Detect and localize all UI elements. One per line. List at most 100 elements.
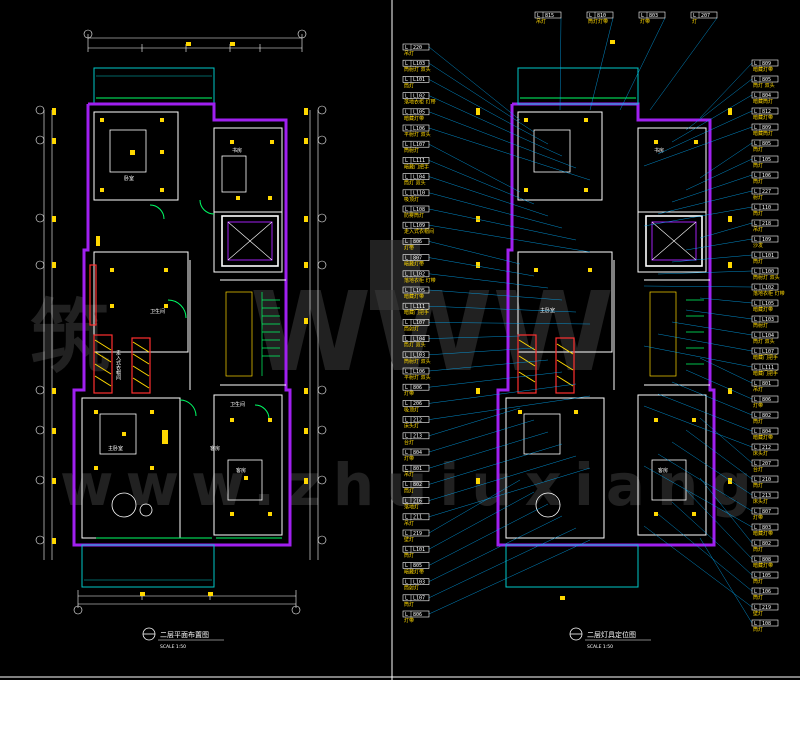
svg-text:L: L xyxy=(405,547,408,553)
leader-line xyxy=(619,17,666,111)
room-label-study-right: 书房 xyxy=(654,147,664,154)
room-label-master: 主卧室 xyxy=(108,445,123,452)
light-code: L103 xyxy=(413,353,425,359)
leader-line xyxy=(657,453,753,512)
leader-line xyxy=(699,142,753,179)
svg-text:L: L xyxy=(405,515,408,521)
leader-line xyxy=(428,395,591,420)
svg-text:L: L xyxy=(754,541,757,547)
light-code: L111 xyxy=(413,158,425,164)
light-code: 810 xyxy=(597,13,606,19)
light-name: 筒射灯 双头 xyxy=(404,66,431,73)
leader-line xyxy=(699,222,753,239)
light-code: 212 xyxy=(762,445,771,451)
light-code: L105 xyxy=(762,301,774,307)
light-code: 805 xyxy=(762,77,771,83)
light-name: 暗藏灯带 xyxy=(753,562,773,569)
leader-line xyxy=(428,431,549,469)
svg-text:L: L xyxy=(405,110,408,116)
wardrobe-hatching xyxy=(94,339,150,389)
light-code: L104 xyxy=(413,174,425,180)
leader-line xyxy=(671,94,753,143)
axis-markers xyxy=(35,29,327,615)
svg-text:L: L xyxy=(405,77,408,83)
leader-line xyxy=(428,111,577,169)
light-name: 暗藏灯带 xyxy=(753,114,773,121)
light-code: 213 xyxy=(413,434,422,440)
svg-text:L: L xyxy=(754,237,757,243)
light-name: 吊灯 xyxy=(404,50,414,57)
wardrobes-right xyxy=(517,334,575,394)
leader-line xyxy=(671,254,753,263)
light-name: 筒灯 xyxy=(404,552,414,559)
svg-text:L: L xyxy=(754,589,757,595)
light-name: 落地衣柜 灯带 xyxy=(404,99,436,106)
room-label-guest2: 客房 xyxy=(210,445,220,452)
svg-text:L: L xyxy=(405,142,408,148)
light-name: 筒射灯 双头 xyxy=(753,274,780,281)
light-name: 灯带 xyxy=(404,617,414,624)
svg-text:L: L xyxy=(754,221,757,227)
light-code: 807 xyxy=(413,255,422,261)
light-name: 暗藏灯带 xyxy=(404,261,424,268)
leader-line xyxy=(649,17,718,111)
light-code: 212 xyxy=(413,417,422,423)
dimension-right xyxy=(309,110,319,560)
light-code: L105 xyxy=(413,110,425,116)
svg-text:L: L xyxy=(754,173,757,179)
leader-line xyxy=(589,17,614,111)
leader-line xyxy=(643,525,753,608)
light-code: 219 xyxy=(762,605,771,611)
light-code: 207 xyxy=(701,13,710,19)
leader-line xyxy=(685,489,753,560)
light-code: L103 xyxy=(413,61,425,67)
leader-line xyxy=(428,347,535,355)
leader-line xyxy=(657,333,753,352)
svg-text:L: L xyxy=(405,174,408,180)
light-name: 筒灯 双头 xyxy=(404,342,426,349)
room-label-master-right: 主卧室 xyxy=(540,307,555,314)
leader-line xyxy=(657,513,753,592)
inner-walls-right xyxy=(505,111,710,539)
svg-text:L: L xyxy=(754,253,757,259)
svg-text:L: L xyxy=(754,509,757,515)
fixtures-left xyxy=(52,42,308,596)
light-code: 802 xyxy=(762,541,771,547)
leader-line xyxy=(657,393,753,432)
leader-line xyxy=(428,491,535,550)
svg-text:L: L xyxy=(405,596,408,602)
drawing-scale-right: SCALE 1:50 xyxy=(587,644,613,650)
wardrobes xyxy=(89,264,151,394)
light-code: L101 xyxy=(413,547,425,553)
elevator-core-right xyxy=(645,215,703,267)
light-code: 808 xyxy=(762,557,771,563)
light-name: 台灯 xyxy=(404,439,414,446)
light-code: 807 xyxy=(762,509,771,515)
light-name: 射灯 xyxy=(753,194,763,201)
leader-line xyxy=(428,46,521,121)
leader-line xyxy=(428,160,535,205)
